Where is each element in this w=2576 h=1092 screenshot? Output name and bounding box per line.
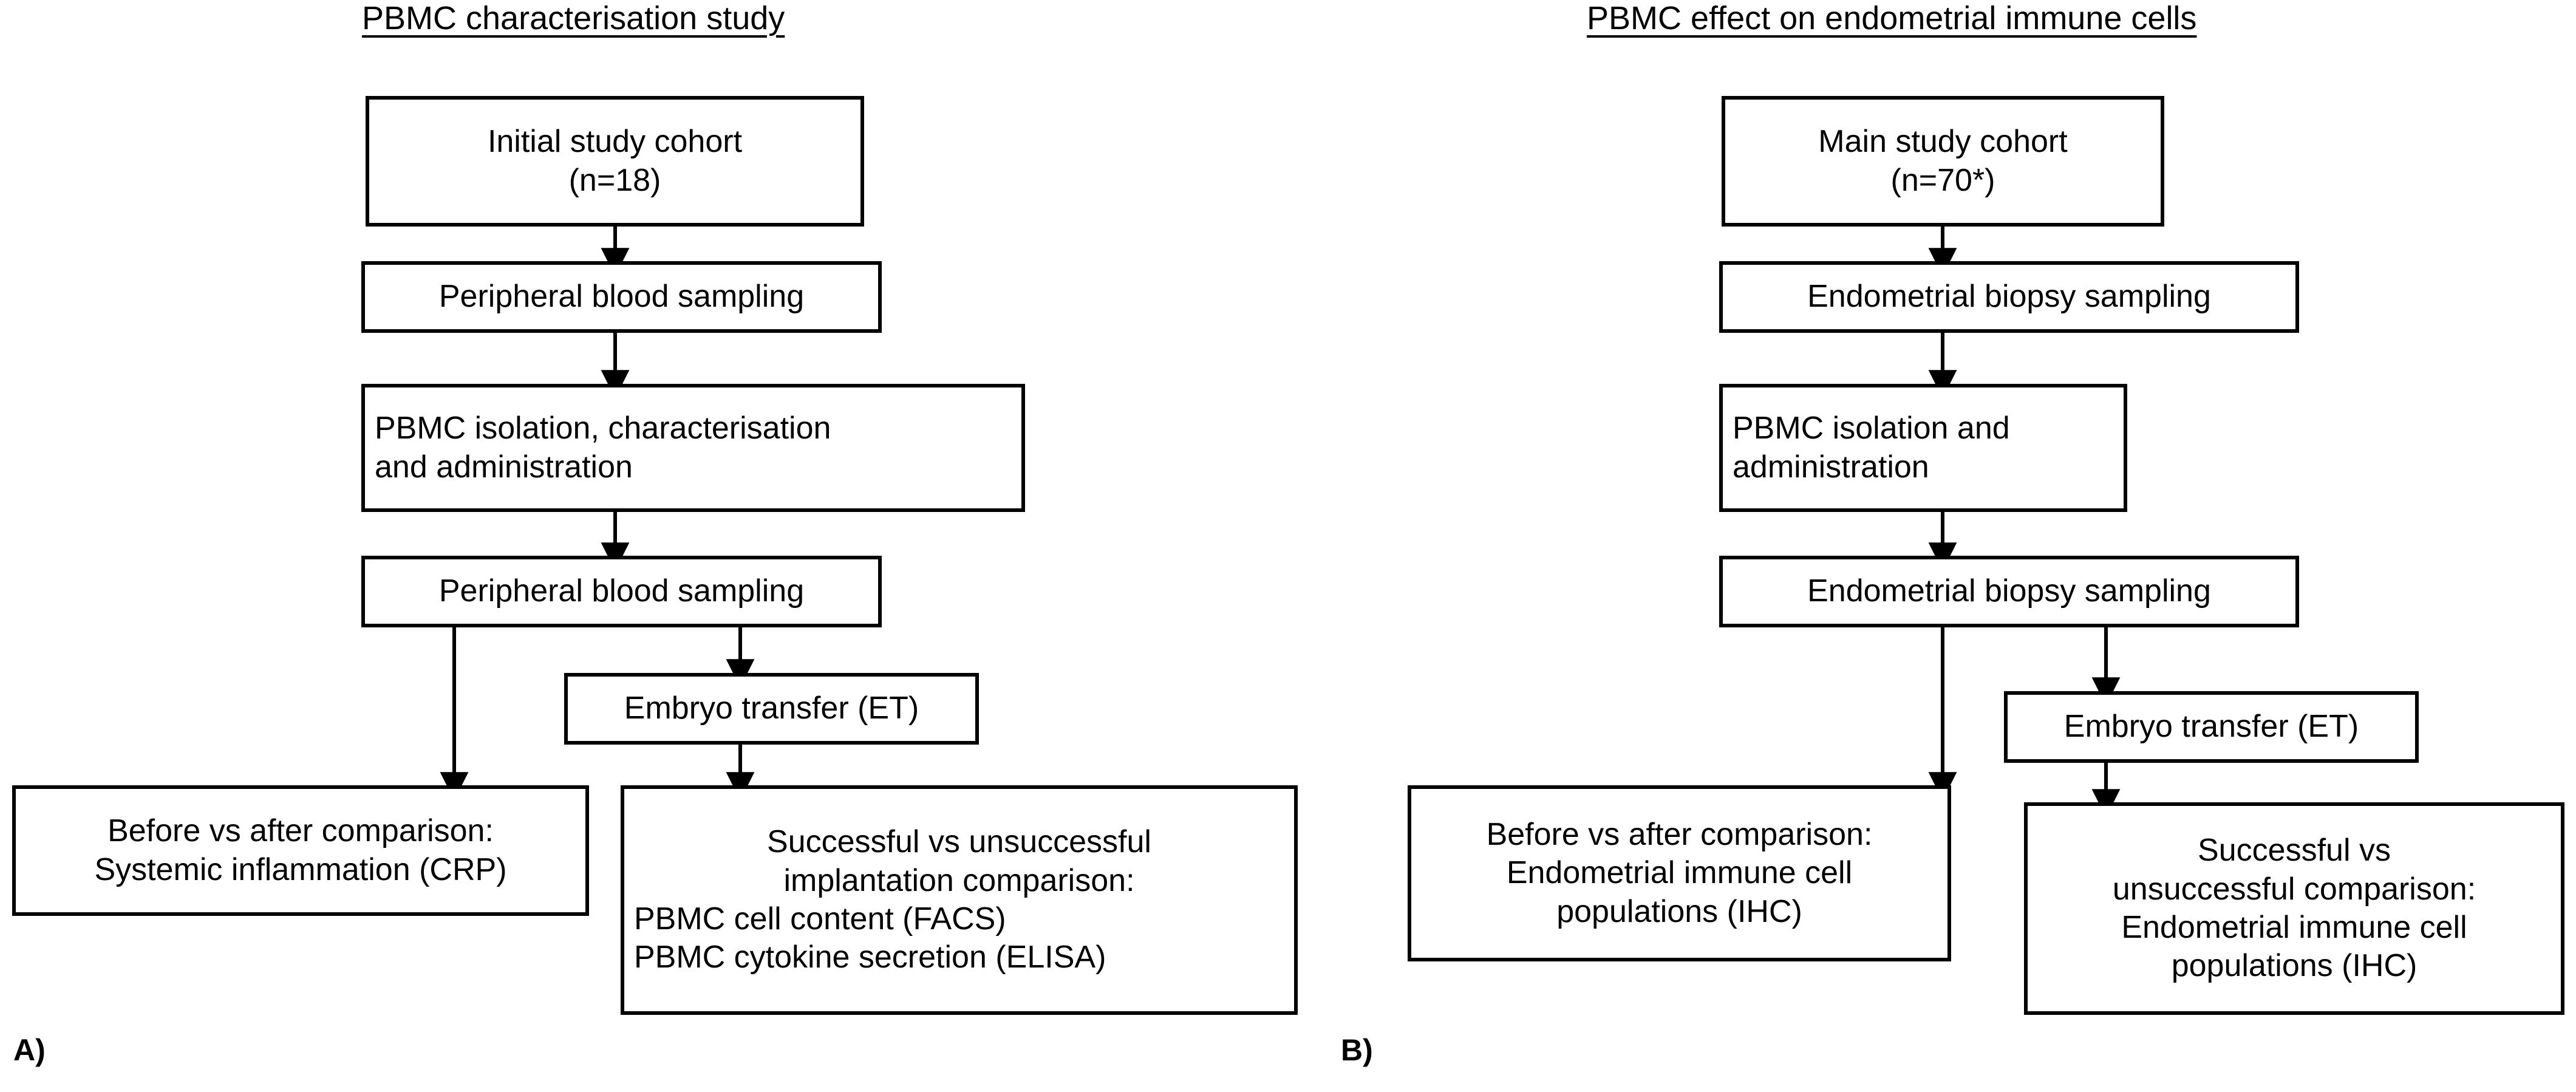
- node-b-cohort-line-2: (n=70*): [1890, 162, 1995, 198]
- panel-b-title: PBMC effect on endometrial immune cells: [1587, 0, 2197, 36]
- node-b-sampling2-line-1: Endometrial biopsy sampling: [1807, 573, 2211, 609]
- panel-b-letter: B): [1341, 1033, 1373, 1067]
- node-a-embryo-transfer-line-1: Embryo transfer (ET): [624, 691, 919, 726]
- node-b-sampling1-line-1: Endometrial biopsy sampling: [1807, 279, 2211, 315]
- node-b-isolation-line-1: PBMC isolation and: [1733, 411, 2010, 446]
- node-a-cohort-line-2: (n=18): [568, 162, 661, 198]
- node-a-sampling1-line-1: Peripheral blood sampling: [438, 279, 805, 315]
- node-a-isolation-line-2: and administration: [375, 449, 633, 485]
- node-b-isolation-line-2: administration: [1733, 449, 1929, 485]
- node-b-embryo-transfer: Embryo transfer (ET): [2004, 691, 2419, 763]
- node-a-result-left-line-2: Systemic inflammation (CRP): [94, 851, 507, 887]
- panel-a-letter: A): [13, 1033, 46, 1067]
- node-b-result-left-line-3: populations (IHC): [1556, 893, 1802, 929]
- node-a-sampling2: Peripheral blood sampling: [361, 556, 882, 627]
- node-b-cohort: Main study cohort (n=70*): [1722, 96, 2164, 227]
- panel-a-title: PBMC characterisation study: [362, 0, 785, 36]
- node-a-result-right-line-1: Successful vs unsuccessful: [767, 824, 1151, 860]
- node-a-result-right-line-2: implantation comparison:: [783, 862, 1135, 898]
- node-a-embryo-transfer: Embryo transfer (ET): [564, 673, 979, 745]
- node-b-result-right: Successful vs unsuccessful comparison: E…: [2024, 802, 2564, 1015]
- node-a-sampling1: Peripheral blood sampling: [361, 261, 882, 333]
- node-a-result-left-line-1: Before vs after comparison:: [107, 813, 494, 849]
- node-b-embryo-transfer-line-1: Embryo transfer (ET): [2063, 709, 2359, 745]
- node-b-result-right-line-4: populations (IHC): [2171, 948, 2418, 984]
- node-b-result-right-line-1: Successful vs: [2198, 833, 2391, 868]
- node-b-isolation: PBMC isolation and administration: [1719, 384, 2127, 512]
- node-b-sampling1: Endometrial biopsy sampling: [1719, 261, 2299, 333]
- node-b-cohort-line-1: Main study cohort: [1818, 124, 2068, 160]
- node-a-result-right-line-3: PBMC cell content (FACS): [634, 901, 1006, 937]
- node-a-cohort-line-1: Initial study cohort: [487, 124, 743, 160]
- node-a-result-right-line-4: PBMC cytokine secretion (ELISA): [634, 940, 1106, 975]
- node-a-result-right: Successful vs unsuccessful implantation …: [621, 785, 1298, 1015]
- node-a-cohort: Initial study cohort (n=18): [366, 96, 864, 227]
- node-a-isolation: PBMC isolation, characterisation and adm…: [361, 384, 1025, 512]
- node-a-sampling2-line-1: Peripheral blood sampling: [438, 573, 805, 609]
- node-b-result-right-line-2: unsuccessful comparison:: [2112, 871, 2476, 907]
- node-b-result-left-line-2: Endometrial immune cell: [1506, 855, 1853, 891]
- node-a-result-left: Before vs after comparison: Systemic inf…: [12, 785, 589, 916]
- node-b-sampling2: Endometrial biopsy sampling: [1719, 556, 2299, 627]
- node-b-result-left: Before vs after comparison: Endometrial …: [1408, 785, 1951, 961]
- node-a-isolation-line-1: PBMC isolation, characterisation: [375, 411, 831, 446]
- node-b-result-right-line-3: Endometrial immune cell: [2121, 910, 2467, 945]
- node-b-result-left-line-1: Before vs after comparison:: [1486, 816, 1873, 852]
